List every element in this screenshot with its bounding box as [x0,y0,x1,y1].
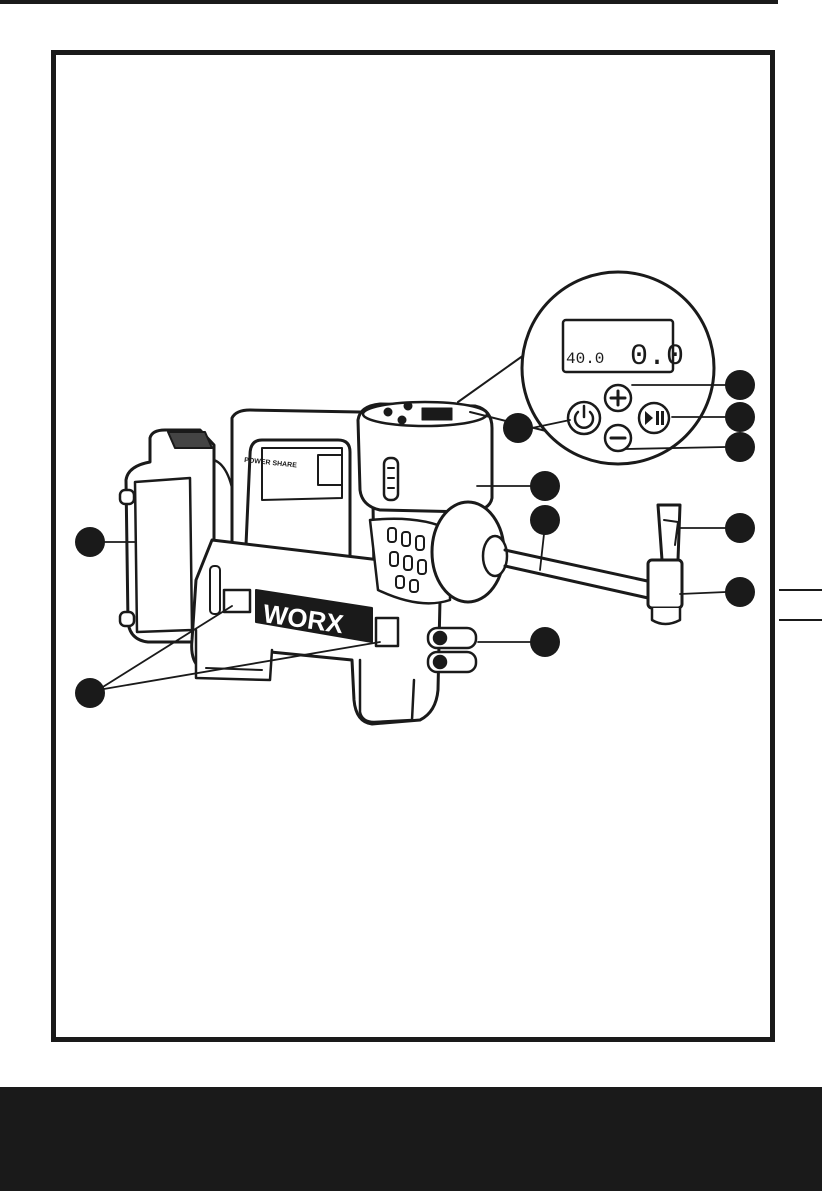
callout-marker [725,402,755,432]
callout-marker [503,413,533,443]
edge-tab-line-upper [779,589,822,591]
callout-marker [530,471,560,501]
callout-marker [75,678,105,708]
play-pause-button-icon [639,403,669,433]
footer-band [0,1087,822,1191]
callout-marker [530,627,560,657]
callout-marker [75,527,105,557]
display-current-pressure: 0.0 [630,340,684,374]
edge-tab-line-lower [779,619,822,621]
power-button-icon [568,402,600,434]
plus-button-icon [605,385,631,411]
motor-head [358,402,507,603]
callout-marker [725,370,755,400]
callout-marker [725,577,755,607]
display-set-pressure: 40.0 [566,350,604,368]
minus-button-icon [605,425,631,451]
control-panel-zoom: 40.0 0.0 [458,272,714,464]
callout-marker [725,432,755,462]
callout-marker [530,505,560,535]
callout-marker [725,513,755,543]
